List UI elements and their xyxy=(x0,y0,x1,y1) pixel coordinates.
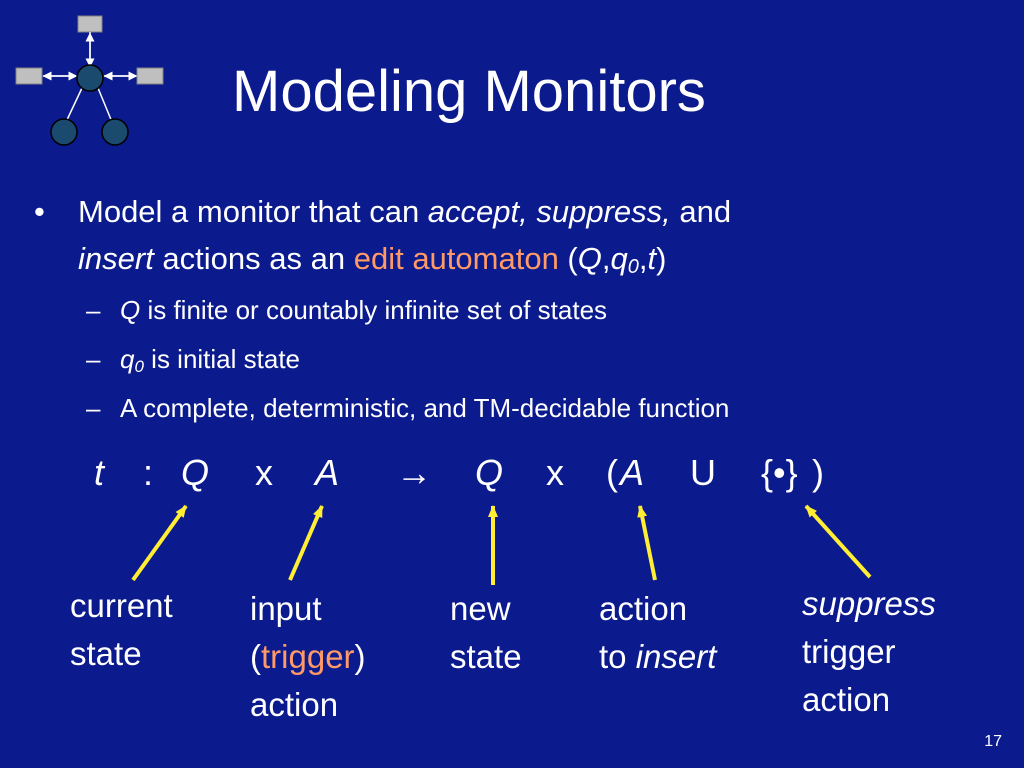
subscript-0: 0 xyxy=(627,256,639,278)
sub-bullet-text: is initial state xyxy=(143,344,301,374)
sub-bullet-2: q0 is initial state xyxy=(120,344,300,377)
slide-title: Modeling Monitors xyxy=(232,59,706,124)
bullet-text: and xyxy=(670,194,732,229)
formula-union: U xyxy=(690,452,716,493)
formula-x: x xyxy=(255,452,273,493)
bullet-marker: • xyxy=(34,194,45,229)
label-line: to insert xyxy=(599,633,716,681)
edit-automaton-term: edit automaton xyxy=(353,241,559,276)
comma: , xyxy=(638,241,648,276)
close-paren: ) xyxy=(656,241,667,276)
formula-rparen: ) xyxy=(812,452,824,493)
bullet-line-2: insert actions as an edit automaton (Q,q… xyxy=(78,241,666,279)
label-line: action xyxy=(250,686,339,723)
var-q: q xyxy=(120,344,135,374)
sub-bullet-dash: – xyxy=(86,295,101,325)
var-Q: Q xyxy=(120,295,141,325)
label-line: input xyxy=(250,590,322,627)
formula-A: A xyxy=(315,452,340,493)
label-line: new xyxy=(450,590,511,627)
sub-bullet-dash: – xyxy=(86,393,101,423)
bullet-text: actions as an xyxy=(153,241,354,276)
network-graph-icon xyxy=(15,15,164,146)
arrow-input-action xyxy=(288,505,324,581)
var-Q: Q xyxy=(577,241,602,276)
label-line: (trigger) xyxy=(250,633,366,681)
label-line: state xyxy=(70,635,142,672)
formula-A: A xyxy=(620,452,645,493)
label-action-insert: action to insert xyxy=(599,585,716,681)
trigger-term: trigger xyxy=(261,638,355,675)
label-suppress: suppress trigger action xyxy=(802,580,936,724)
arrow-suppress xyxy=(804,504,872,579)
arrow-action-insert xyxy=(637,505,657,581)
label-line: action xyxy=(802,681,891,718)
bullet-text: ( xyxy=(558,241,578,276)
label-current-state: current state xyxy=(70,582,173,678)
arrow-current-state xyxy=(131,504,188,582)
label-line: action xyxy=(599,590,688,627)
formula-Q: Q xyxy=(181,452,210,493)
formula-x: x xyxy=(546,452,564,493)
formula-t: t xyxy=(94,452,105,493)
sub-bullet-dash: – xyxy=(86,344,101,374)
subscript-0: 0 xyxy=(134,357,144,376)
comma: , xyxy=(601,241,611,276)
bullet-emphasis: insert xyxy=(78,241,154,276)
formula-lparen: ( xyxy=(606,452,618,493)
var-q: q xyxy=(610,241,628,276)
insert-term: insert xyxy=(635,638,717,675)
suppress-term: suppress xyxy=(802,585,936,622)
formula-Q: Q xyxy=(475,452,504,493)
label-input-action: input (trigger) action xyxy=(250,585,366,729)
bullet-emphasis: accept, suppress, xyxy=(427,194,671,229)
label-line: state xyxy=(450,638,522,675)
label-text: to xyxy=(599,638,636,675)
formula-set: {•} xyxy=(761,452,798,493)
close-paren: ) xyxy=(354,638,366,675)
sub-bullet-text: A complete, deterministic, and TM-decida… xyxy=(120,393,730,423)
formula-colon: : xyxy=(143,452,154,493)
slide-number: 17 xyxy=(984,733,1002,750)
sub-bullet-text: is finite or countably infinite set of s… xyxy=(140,295,608,325)
bullet-text: Model a monitor that can xyxy=(78,194,428,229)
sub-bullet-3: A complete, deterministic, and TM-decida… xyxy=(120,393,729,424)
label-line: current xyxy=(70,587,173,624)
var-t: t xyxy=(647,241,657,276)
label-line: trigger xyxy=(802,633,896,670)
sub-bullet-1: Q is finite or countably infinite set of… xyxy=(120,295,607,326)
formula-arrow: → xyxy=(396,452,432,493)
bullet-line-1: Model a monitor that can accept, suppres… xyxy=(78,194,731,230)
label-new-state: new state xyxy=(450,585,522,681)
open-paren: ( xyxy=(250,638,261,675)
